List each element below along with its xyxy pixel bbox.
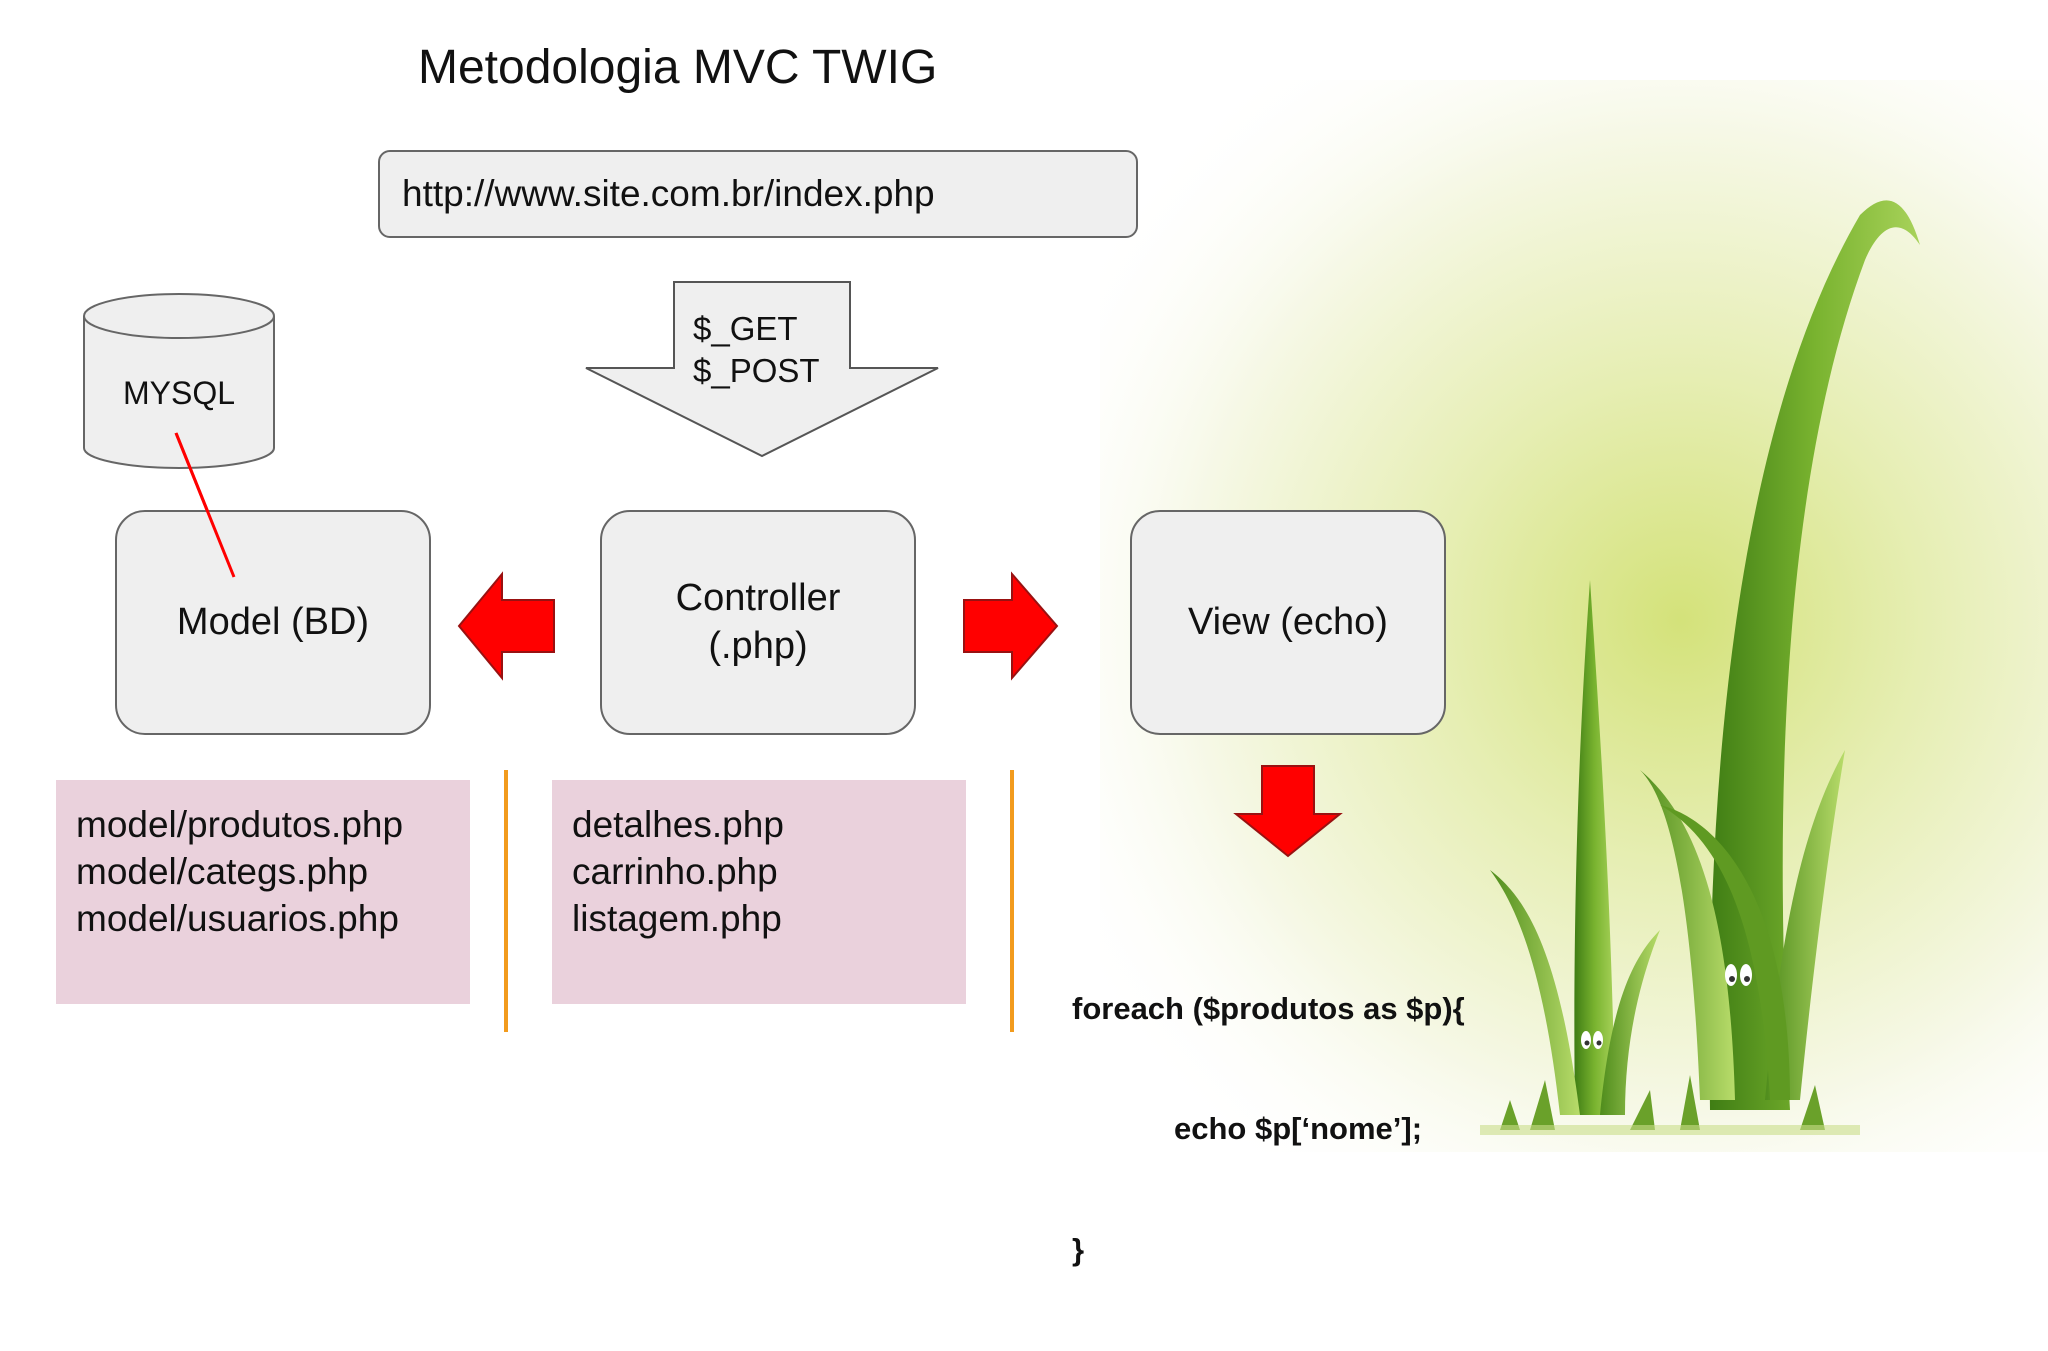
view-label: View (echo) [1188, 600, 1388, 643]
arrow-down-icon [1233, 765, 1343, 858]
controller-file: carrinho.php [572, 850, 778, 892]
eye-icon [1581, 1031, 1591, 1049]
controller-files-box: detalhes.php carrinho.php listagem.php [552, 780, 966, 1004]
arrow-right-icon [963, 571, 1059, 681]
code-line: echo $p[‘nome’]; [1174, 1111, 1423, 1147]
code-line: foreach ($produtos as $p){ [1072, 990, 1465, 1026]
url-text: http://www.site.com.br/index.php [402, 173, 935, 214]
post-label: $_POST [693, 352, 820, 389]
controller-file: detalhes.php [572, 804, 784, 845]
mysql-label: MYSQL [123, 375, 235, 411]
divider-right [1010, 770, 1014, 1032]
eye-icon [1740, 964, 1752, 986]
view-code-block: foreach ($produtos as $p){ echo $p[‘nome… [1072, 908, 1465, 1351]
model-file: model/usuarios.php [76, 897, 399, 939]
divider-left [504, 770, 508, 1032]
grass-illustration [1480, 200, 1920, 1135]
code-line: } [1072, 1232, 1085, 1268]
eye-icon [1593, 1031, 1603, 1049]
model-file: model/produtos.php [76, 804, 404, 845]
model-files-box: model/produtos.php model/categs.php mode… [56, 780, 470, 1004]
model-node: Model (BD) [115, 510, 431, 735]
request-arrow [585, 281, 939, 458]
model-file: model/categs.php [76, 850, 369, 892]
controller-node: Controller (.php) [600, 510, 916, 735]
controller-sublabel: (.php) [708, 624, 808, 667]
controller-label: Controller [675, 577, 841, 619]
controller-file: listagem.php [572, 897, 782, 939]
arrow-left-icon [457, 571, 555, 681]
slide: MYSQL $_GET $_POST Metodologia MVC TWIG … [56, 41, 2048, 1267]
get-label: $_GET [693, 310, 798, 347]
view-node: View (echo) [1130, 510, 1446, 735]
mysql-database-icon [83, 293, 275, 469]
url-box: http://www.site.com.br/index.php [378, 150, 1138, 238]
eye-icon [1725, 964, 1737, 986]
page-title: Metodologia MVC TWIG [418, 41, 938, 94]
model-label: Model (BD) [176, 600, 370, 643]
